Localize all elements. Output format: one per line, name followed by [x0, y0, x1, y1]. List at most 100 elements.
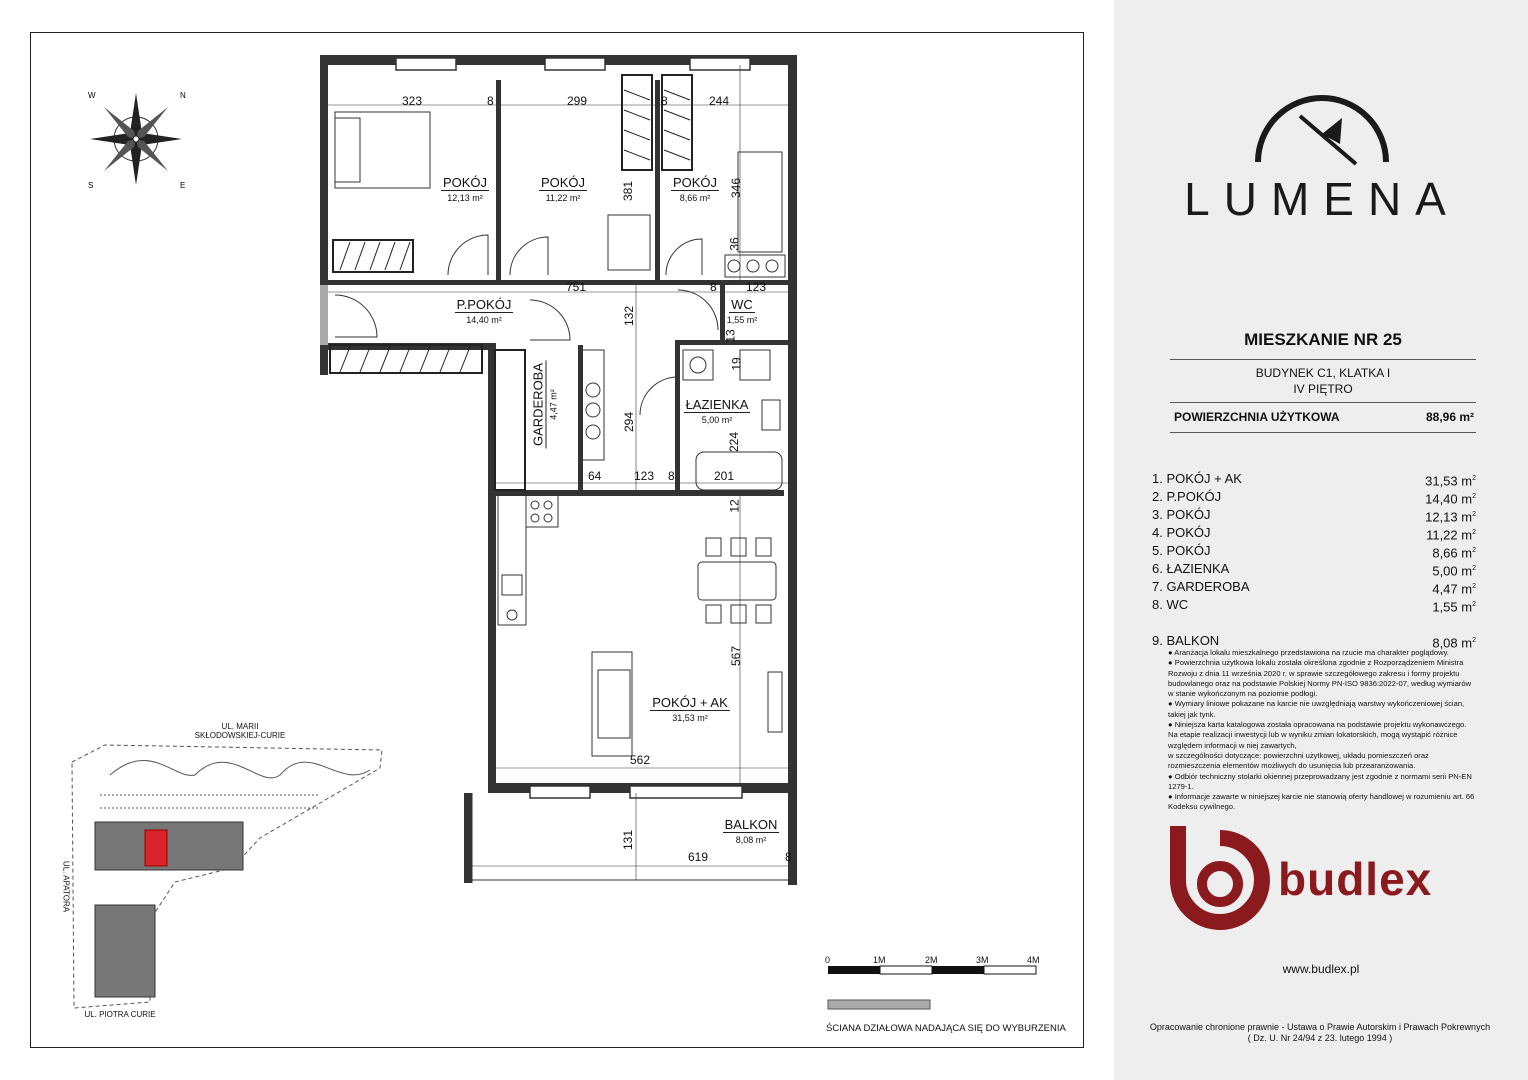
room-list-name: 8. WC — [1152, 597, 1189, 612]
room-area: 12,13 m² — [447, 193, 483, 203]
dim-label: 8 — [710, 280, 717, 294]
dim-label: 201 — [714, 469, 735, 483]
note: ● Niniejsza karta katalogowa została opr… — [1168, 720, 1467, 750]
copyright-line-1: Opracowanie chronione prawnie - Ustawa o… — [1149, 1022, 1491, 1032]
area-unit-sup: 2 — [1472, 511, 1476, 518]
divider — [1170, 432, 1476, 433]
room-area: 8,66 m² — [679, 193, 711, 203]
area-unit-sup: 2 — [1472, 601, 1476, 608]
room-area: 8,08 m² — [735, 835, 767, 845]
room-name: WC — [729, 297, 755, 313]
usable-area-row: POWIERZCHNIA UŻYTKOWA 88,96 m² — [1174, 410, 1474, 424]
copyright-line-2: ( Dz. U. Nr 24/94 z 23. lutego 1994 ) — [1247, 1033, 1393, 1043]
list-item: 8. WC 1,55 m2 — [1152, 596, 1476, 614]
street-label-left: UL. APATORA — [61, 860, 71, 913]
room-list-name: 5. POKÓJ — [1152, 543, 1211, 558]
street-label-bottom: UL. PIOTRA CURIE — [84, 1010, 156, 1019]
room-list-name: 1. POKÓJ + AK — [1152, 471, 1242, 486]
dim-label: 19 — [729, 357, 744, 371]
scale-tick-0: 0 — [825, 955, 831, 965]
room-name: POKÓJ — [440, 175, 490, 191]
room-name: POKÓJ — [670, 175, 720, 191]
room-list-area: 14,40 m — [1425, 491, 1473, 507]
list-item: 6. ŁAZIENKA 5,00 m2 — [1152, 560, 1476, 578]
room-label-hall: P.POKÓJ 14,40 m² — [444, 298, 524, 327]
room-area: 14,40 m² — [466, 315, 502, 325]
lumena-logo-icon — [1255, 95, 1389, 166]
room-area: 11,22 m² — [545, 193, 581, 203]
building-label: BUDYNEK C1, KLATKA I — [1255, 366, 1391, 380]
room-label-bedroom-1: POKÓJ 12,13 m² — [430, 176, 500, 205]
room-name: ŁAZIENKA — [683, 397, 751, 413]
dim-label: 323 — [402, 94, 423, 108]
disclaimer-notes: ● Aranżacja lokalu mieszkalnego przedsta… — [1168, 648, 1478, 813]
scale-tick-1: 1M — [873, 955, 886, 965]
dim-label: 13 — [723, 329, 738, 343]
dim-label: 8 — [487, 94, 494, 108]
room-label-bedroom-2: POKÓJ 11,22 m² — [528, 176, 598, 205]
dim-label: 244 — [709, 94, 730, 108]
room-name: POKÓJ + AK — [650, 695, 730, 711]
dim-label: 64 — [588, 469, 602, 483]
note: ● Aranżacja lokalu mieszkalnego przedsta… — [1168, 648, 1449, 657]
dim-label: 8 — [785, 850, 792, 864]
room-name: GARDEROBA — [530, 360, 547, 449]
floor-label: IV PIĘTRO — [1293, 382, 1353, 396]
dim-label: 132 — [622, 305, 637, 327]
note: ● Informacje zawarte w niniejszej karcie… — [1168, 792, 1475, 812]
copyright-notice: Opracowanie chronione prawnie - Ustawa o… — [1140, 1022, 1500, 1044]
divider — [1170, 402, 1476, 403]
apartment-title: MIESZKANIE NR 25 — [1244, 330, 1402, 349]
site-plan — [71, 744, 383, 1009]
dim-label: 123 — [746, 280, 767, 294]
room-list-name: 6. ŁAZIENKA — [1152, 561, 1230, 576]
room-label-bathroom: ŁAZIENKA 5,00 m² — [680, 398, 754, 427]
compass-s: S — [88, 181, 93, 190]
room-list-area: 8,66 m — [1432, 545, 1473, 561]
area-unit-sup: 2 — [1472, 475, 1476, 482]
room-list-name: 4. POKÓJ — [1152, 525, 1211, 540]
usable-area-value: 88,96 m² — [1425, 410, 1474, 424]
room-list-area: 31,53 m — [1425, 473, 1473, 489]
note: ● Odbiór techniczny stolarki okiennej pr… — [1168, 771, 1472, 791]
developer-name: budlex — [1278, 853, 1433, 905]
room-list-area: 1,55 m — [1432, 599, 1473, 615]
room-label-bedroom-3: POKÓJ 8,66 m² — [660, 176, 730, 205]
room-list-name: 9. BALKON — [1152, 633, 1220, 648]
compass-n: N — [180, 91, 186, 100]
developer-url[interactable]: www.budlex.pl — [1282, 962, 1360, 976]
compass-e: E — [180, 181, 185, 190]
note: w szczególności dotyczące: powierzchni u… — [1168, 750, 1429, 771]
room-area: 31,53 m² — [672, 713, 708, 723]
dim-label: 12 — [727, 499, 742, 513]
list-item: 2. P.POKÓJ 14,40 m2 — [1152, 488, 1476, 506]
area-unit-sup: 2 — [1472, 493, 1476, 500]
street-label-top: UL. MARII SKŁODOWSKIEJ-CURIE — [194, 722, 286, 740]
room-list-area: 12,13 m — [1425, 509, 1473, 525]
room-label-wardrobe: GARDEROBA 4,47 m² — [530, 355, 561, 455]
area-unit-sup: 2 — [1472, 565, 1476, 572]
dim-label: 381 — [621, 180, 636, 202]
room-label-living: POKÓJ + AK 31,53 m² — [640, 696, 740, 725]
room-area: 1,55 m² — [726, 315, 758, 325]
usable-area-label: POWIERZCHNIA UŻYTKOWA — [1174, 410, 1340, 424]
room-list-area: 4,47 m — [1432, 581, 1473, 597]
floor-plan: W N S E — [71, 55, 1037, 1010]
brand-name: LUMENA — [1184, 173, 1460, 225]
scale-tick-2: 2M — [925, 955, 938, 965]
room-list-name: 2. P.POKÓJ — [1152, 489, 1222, 504]
room-name: P.POKÓJ — [454, 297, 514, 313]
sheet-frame — [30, 32, 1084, 1048]
room-list-area: 5,00 m — [1432, 563, 1473, 579]
room-list-name: 7. GARDEROBA — [1152, 579, 1250, 594]
dim-label: 294 — [622, 411, 637, 433]
wardrobes — [329, 74, 693, 491]
dim-label: 8 — [668, 469, 675, 483]
wardrobe-hatch — [339, 89, 691, 373]
windows — [395, 57, 751, 799]
compass-w: W — [88, 91, 96, 100]
